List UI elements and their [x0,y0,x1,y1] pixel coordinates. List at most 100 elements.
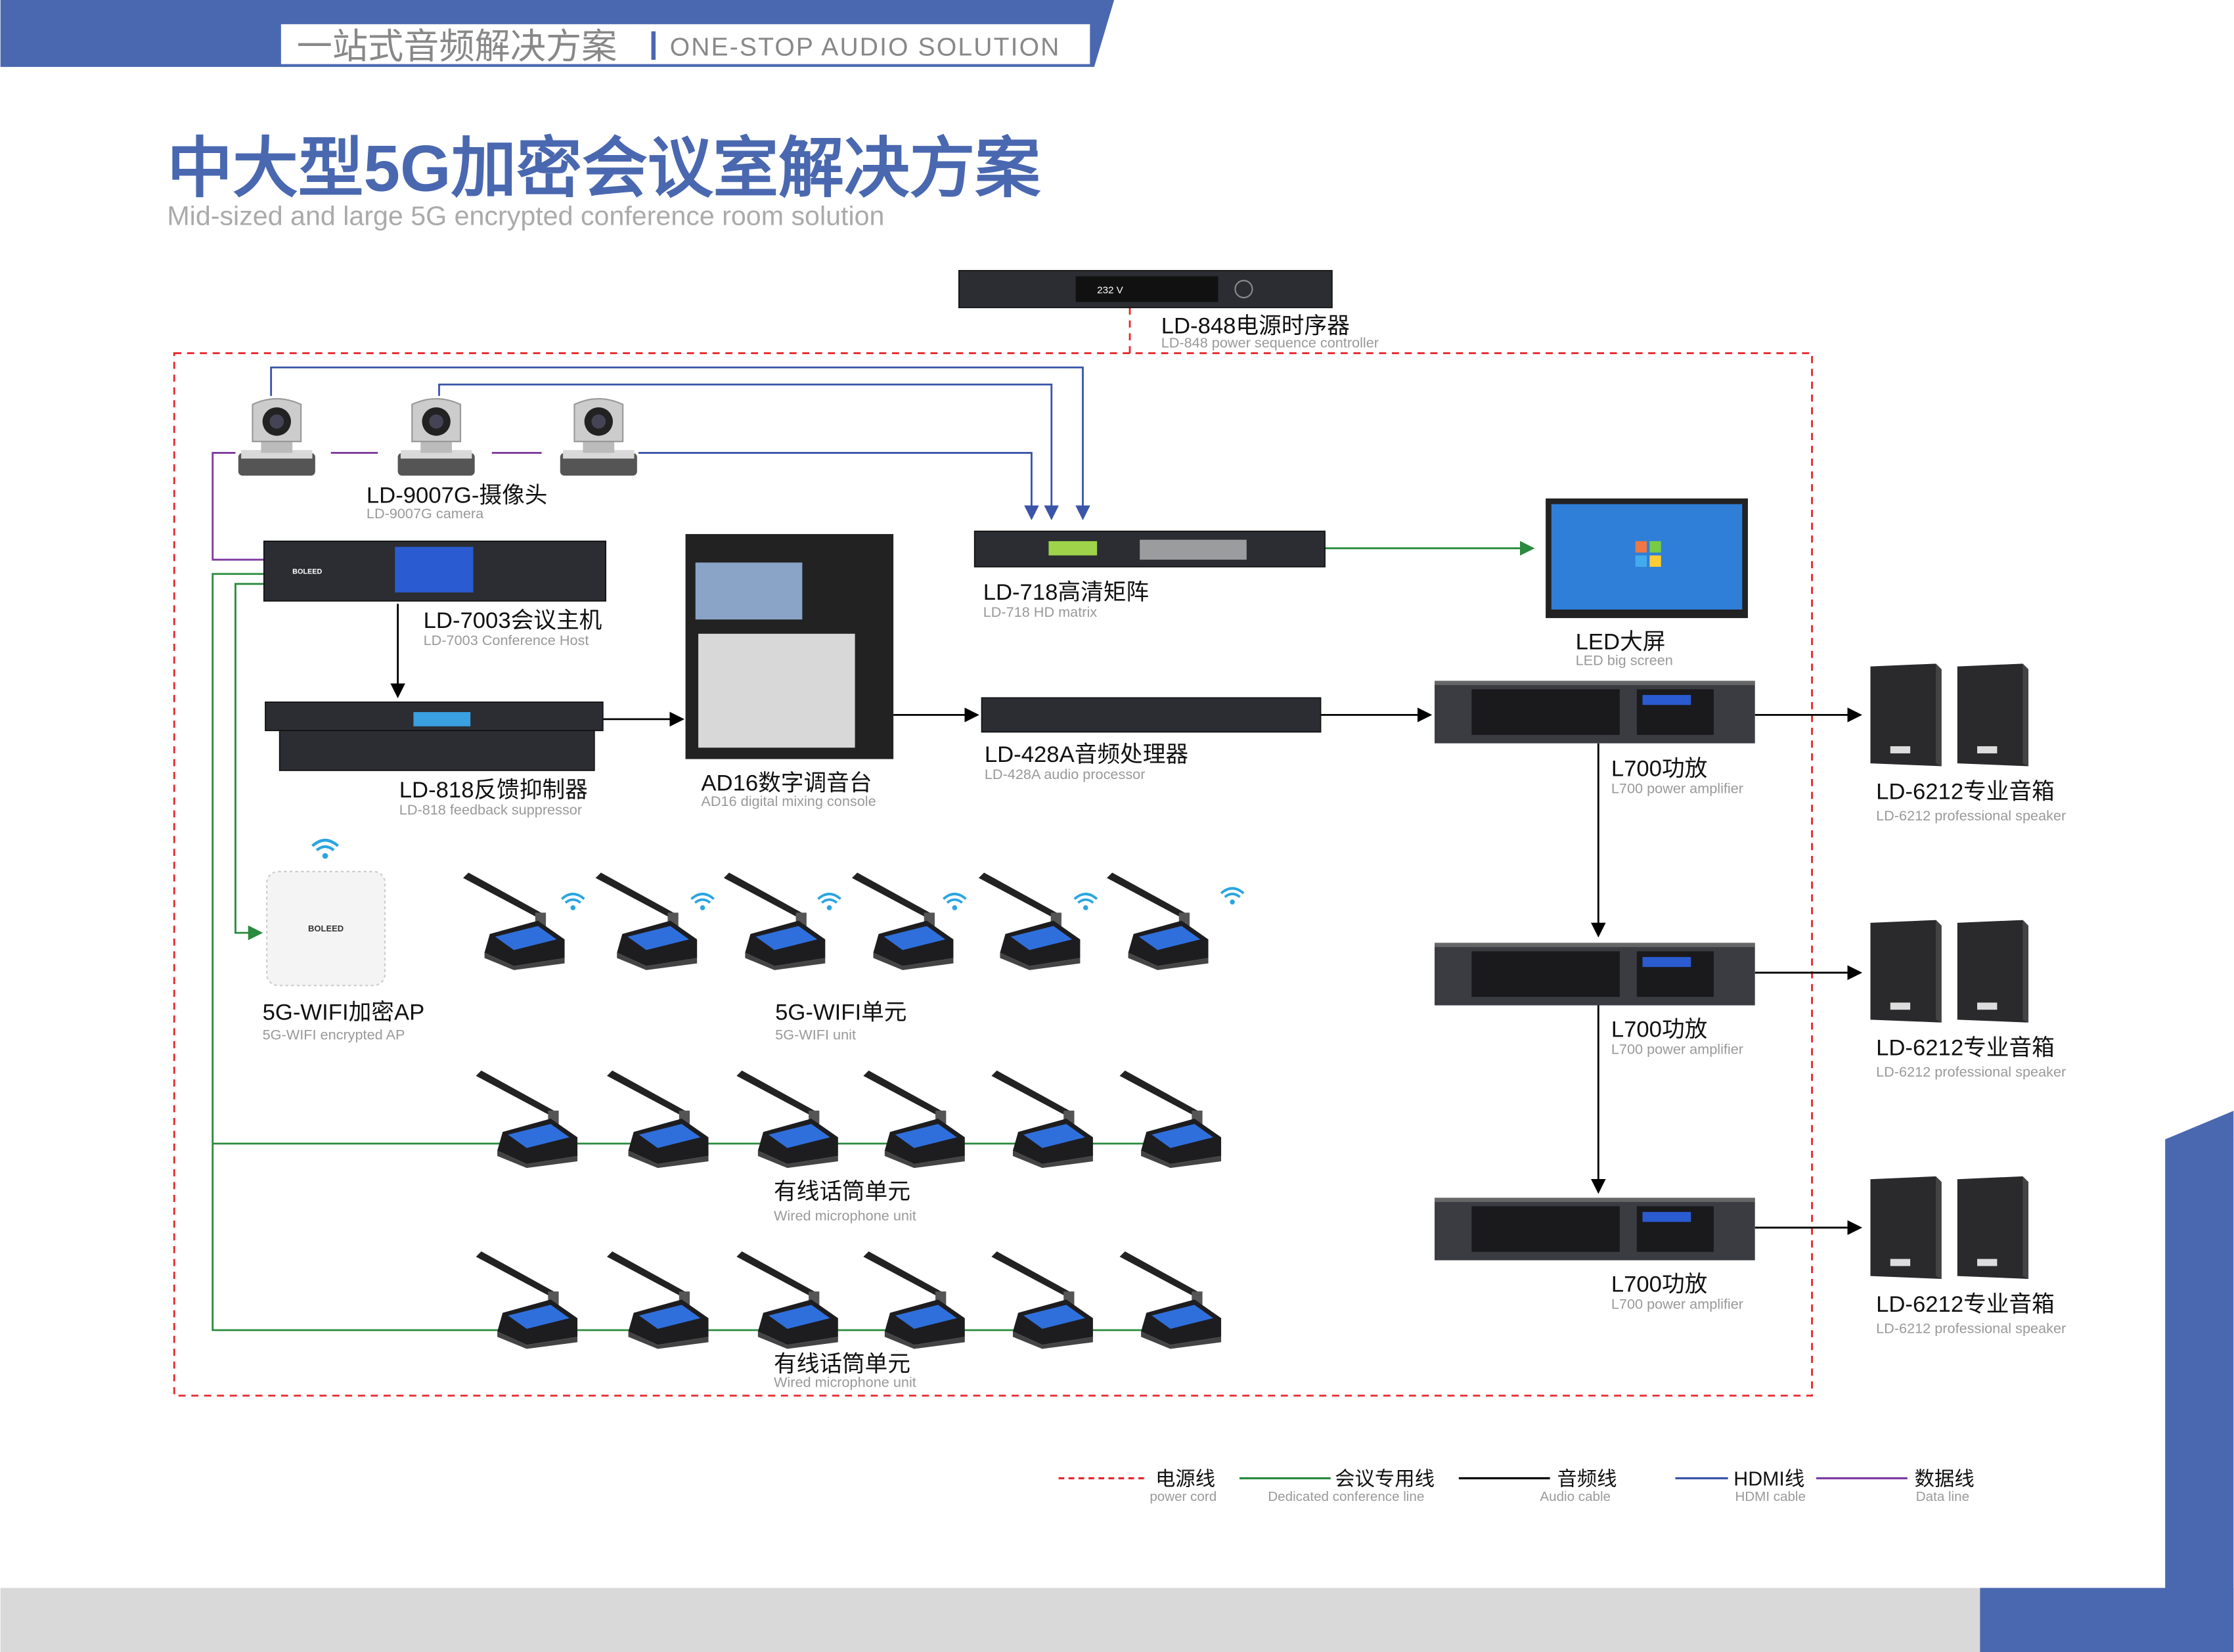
svg-text:HDMI线: HDMI线 [1733,1467,1804,1490]
wired-unit-sublabel: Wired microphone unit [774,1207,916,1224]
wifi-icon [690,893,715,912]
wired-mic-unit [991,1251,1093,1349]
speaker-icon [1957,663,2029,767]
power-sequencer: 232 V [958,270,1333,309]
ap-brand: BOLEED [308,924,344,933]
wired-mic-unit [1119,1251,1222,1349]
svg-text:Dedicated conference line: Dedicated conference line [1268,1489,1424,1504]
ap-sublabel: 5G-WIFI encrypted AP [263,1027,405,1043]
wired-mic-unit [476,1251,578,1349]
processor-label: LD-428A音频处理器 [985,742,1188,767]
amp-label: L700功放 [1611,1016,1707,1042]
wifi-icon [313,840,338,859]
speaker-label: LD-6212专业音箱 [1876,778,2055,804]
wifi-mic-unit [1107,872,1209,970]
mixing-console [685,534,894,759]
wired-mic-unit [991,1070,1093,1169]
speaker-label: LD-6212专业音箱 [1876,1035,2055,1061]
speaker-sublabel: LD-6212 professional speaker [1876,1320,2066,1336]
sequencer-display: 232 V [1097,285,1123,296]
conference-host: BOLEED [263,541,607,602]
wired-mic-unit [607,1251,709,1349]
amplifier [1434,681,1755,744]
hd-matrix [973,530,1326,568]
wifi-mic-unit [723,872,826,970]
header-box [280,24,1090,64]
power-frame [173,352,1813,1397]
svg-text:音频线: 音频线 [1557,1467,1617,1490]
legend: 电源线 power cord 会议专用线 Dedicated conferenc… [1058,1467,1975,1504]
led-sublabel: LED big screen [1576,652,1673,669]
audio-processor [981,697,1322,733]
mixer-label: AD16数字调音台 [701,770,872,795]
processor-sublabel: LD-428A audio processor [985,766,1146,782]
wifi-mic-unit [978,872,1081,970]
wired-mic-unit [863,1251,965,1349]
wifi-mic-row [463,872,1245,970]
amp-sublabel: L700 power amplifier [1611,1295,1743,1312]
header-divider [651,31,656,60]
wired-mic-row [476,1251,1222,1349]
wifi-icon [560,893,586,912]
svg-text:会议专用线: 会议专用线 [1335,1467,1435,1490]
led-screen [1546,498,1748,618]
amplifier [1434,1197,1755,1261]
svg-text:HDMI cable: HDMI cable [1735,1489,1806,1504]
wifi-mic-unit [595,872,698,970]
amp-label: L700功放 [1611,1271,1707,1297]
wifi-ap [266,870,386,987]
wifi-mic-unit [463,872,565,970]
mixer-sublabel: AD16 digital mixing console [701,793,876,809]
amp-label: L700功放 [1611,756,1707,782]
wifi-icon [816,893,842,912]
camera-label: LD-9007G-摄像头 [367,483,548,508]
speaker-icon [1870,663,1942,767]
wifi-icon [1073,893,1098,912]
data-lines [212,452,542,561]
camera-icon [559,397,638,477]
host-label: LD-7003会议主机 [424,608,602,633]
hdmi-lines [270,366,1090,521]
suppressor-label: LD-818反馈抑制器 [399,777,588,803]
wired-mic-unit [607,1070,709,1169]
speaker-icon [1957,920,2029,1023]
amp-sublabel: L700 power amplifier [1611,1040,1743,1057]
wired-mic-row [476,1070,1222,1169]
wifi-icon [942,893,968,912]
wired-mic-unit [736,1070,838,1169]
suppressor-sublabel: LD-818 feedback suppressor [399,801,582,818]
svg-text:Audio cable: Audio cable [1540,1489,1611,1504]
speaker-sublabel: LD-6212 professional speaker [1876,807,2066,824]
camera-icon [397,397,476,477]
header-en: ONE-STOP AUDIO SOLUTION [670,33,1061,62]
side-blue-block [2165,1111,2234,1652]
camera-sublabel: LD-9007G camera [367,505,484,522]
speaker-icon [1957,1176,2029,1279]
sequencer-label: LD-848电源时序器 [1161,313,1350,338]
audio-lines [390,604,1863,1236]
speaker-icon [1870,1176,1942,1279]
amplifier [1434,943,1755,1006]
svg-text:Data line: Data line [1916,1489,1969,1504]
ap-label: 5G-WIFI加密AP [263,999,425,1025]
wired-mic-unit [476,1070,578,1169]
speaker-sublabel: LD-6212 professional speaker [1876,1063,2066,1080]
page-title: 中大型5G加密会议室解决方案 [167,133,1041,206]
camera-icon [237,397,316,477]
header-cn: 一站式音频解决方案 [297,26,617,67]
amp-sublabel: L700 power amplifier [1611,780,1743,797]
matrix-sublabel: LD-718 HD matrix [983,604,1098,620]
matrix-label: LD-718高清矩阵 [983,579,1149,605]
wired-unit-sublabel: Wired microphone unit [774,1374,916,1391]
speaker-label: LD-6212专业音箱 [1876,1291,2055,1317]
page-subtitle: Mid-sized and large 5G encrypted confere… [167,201,884,231]
wifi-mic-unit [851,872,954,970]
wired-unit-label: 有线话筒单元 [774,1351,910,1377]
footer-band [0,1588,2234,1652]
svg-text:数据线: 数据线 [1915,1467,1975,1490]
wifi-unit-sublabel: 5G-WIFI unit [775,1027,856,1043]
svg-text:电源线: 电源线 [1155,1467,1215,1490]
feedback-suppressor [265,702,604,771]
speaker-icon [1870,920,1942,1023]
